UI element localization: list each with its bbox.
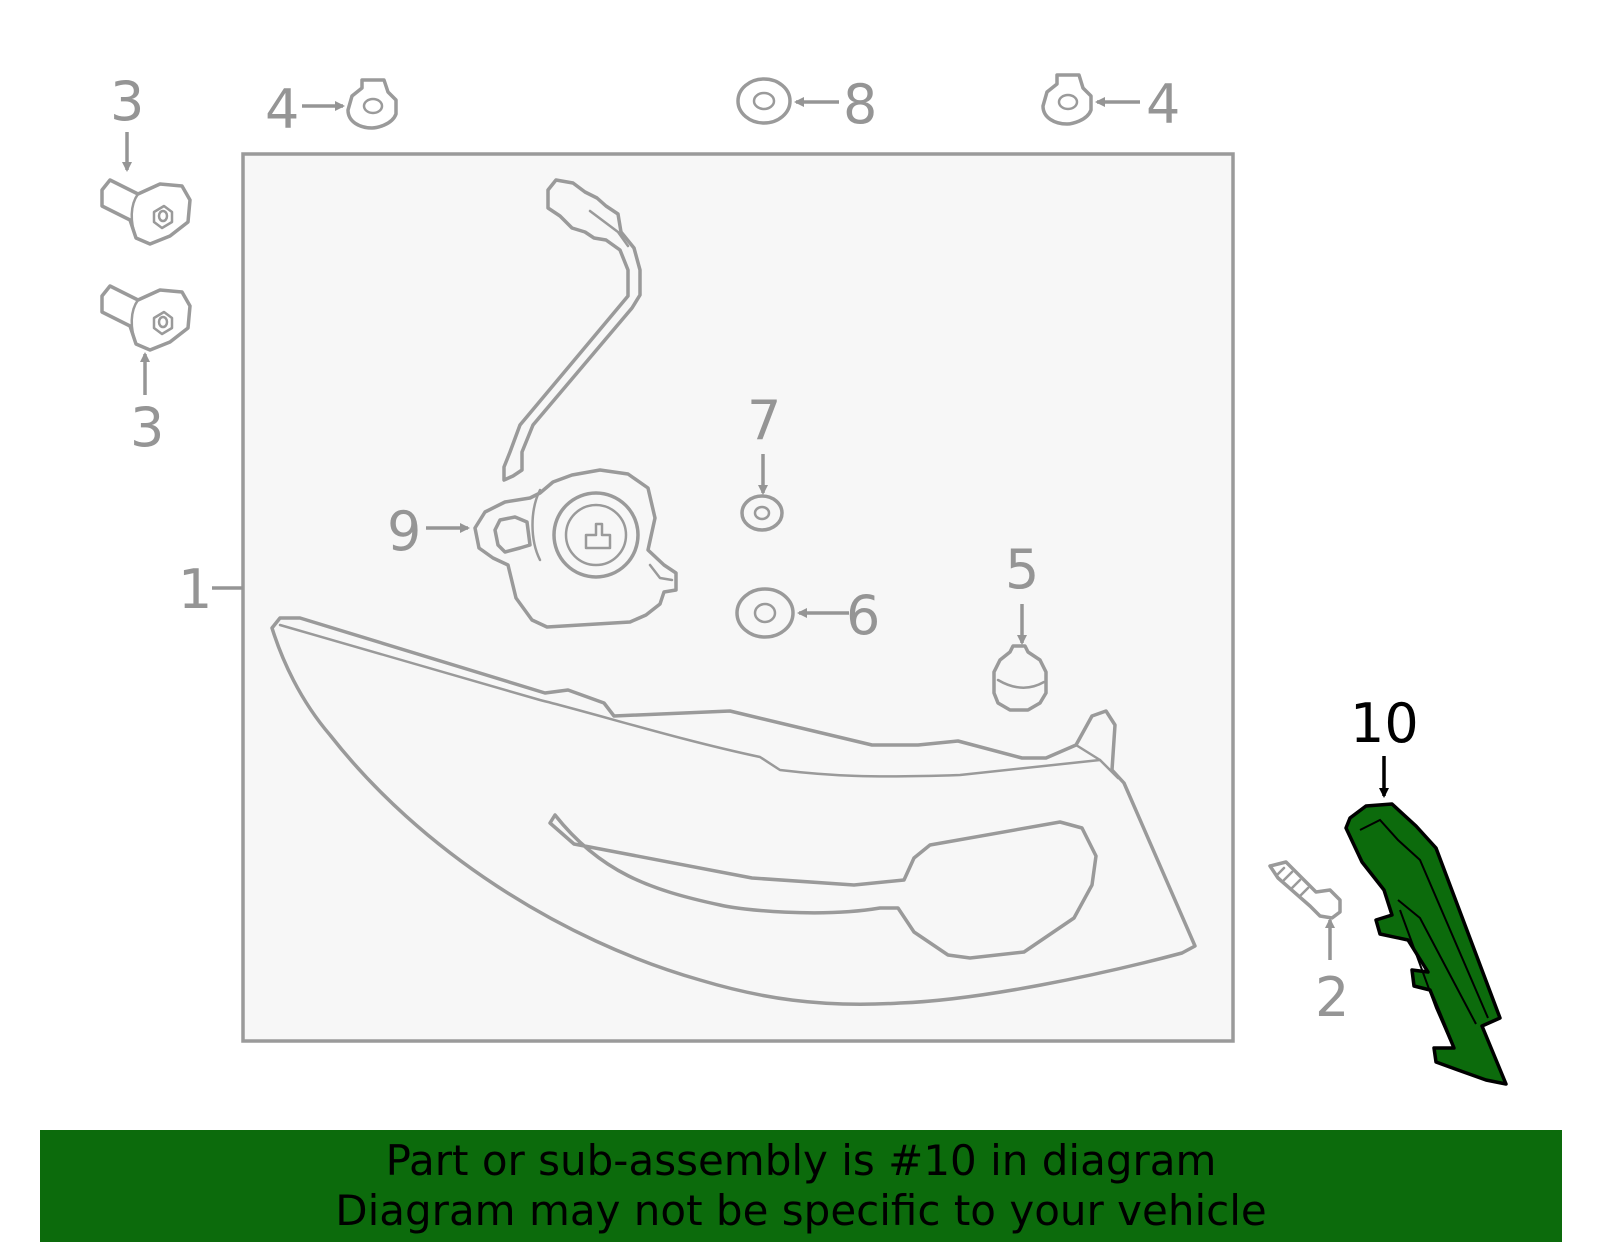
screw-2 (1268, 860, 1342, 920)
callout-7: 7 (747, 389, 781, 452)
callout-5: 5 (1005, 538, 1039, 601)
callout-8: 8 (843, 73, 877, 136)
callout-3-top: 3 (110, 70, 144, 133)
bulb-5 (992, 644, 1048, 712)
callout-10: 10 (1350, 692, 1419, 755)
nut-4-right (1041, 73, 1093, 126)
tail-lamp-housing (270, 616, 1197, 1007)
callout-2: 2 (1315, 966, 1349, 1029)
grommet-7 (740, 494, 784, 532)
callout-6: 6 (846, 584, 880, 647)
callout-9: 9 (387, 500, 421, 563)
callout-4-right: 4 (1146, 73, 1180, 136)
assembly-box (241, 152, 1235, 1043)
part-10-highlighted (1344, 802, 1508, 1086)
banner-line-1: Part or sub-assembly is #10 in diagram (385, 1136, 1217, 1185)
callout-1: 1 (178, 558, 212, 621)
parts-diagram: 3 3 4 8 4 7 6 5 9 1 2 10 (100, 70, 1508, 1086)
nut-4-left (346, 78, 398, 130)
screw-3-top (100, 178, 192, 246)
callout-3-bottom: 3 (130, 396, 164, 459)
bulb-socket-harness (473, 178, 678, 629)
callout-4-left: 4 (265, 78, 299, 141)
screw-3-bottom (100, 284, 192, 352)
banner-line-2: Diagram may not be specific to your vehi… (335, 1186, 1267, 1235)
washer-6 (735, 587, 795, 639)
info-banner: Part or sub-assembly is #10 in diagram D… (40, 1130, 1562, 1242)
washer-8 (736, 77, 792, 125)
